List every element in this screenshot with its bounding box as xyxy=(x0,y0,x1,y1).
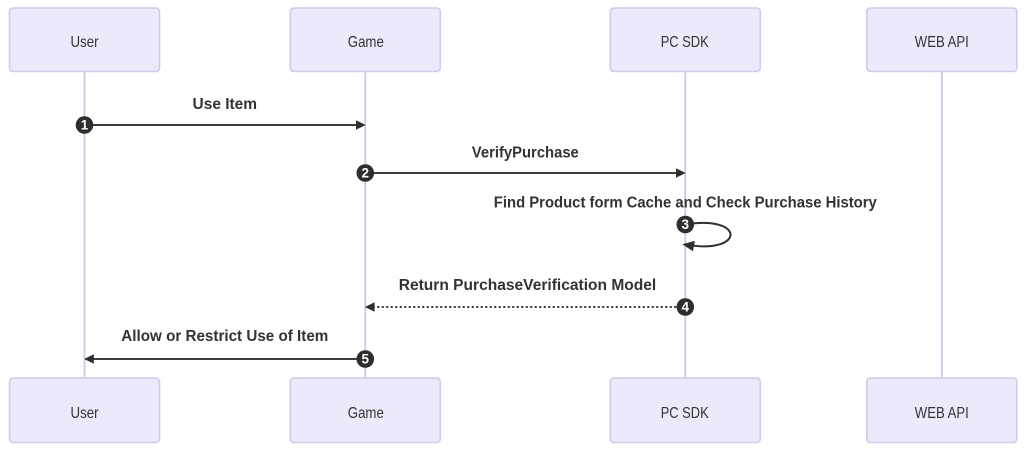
svg-text:4: 4 xyxy=(682,300,690,315)
svg-text:Allow or Restrict Use of Item: Allow or Restrict Use of Item xyxy=(121,328,328,345)
svg-text:Return PurchaseVerification Mo: Return PurchaseVerification Model xyxy=(399,277,657,294)
svg-text:5: 5 xyxy=(362,352,370,367)
svg-text:WEB API: WEB API xyxy=(915,34,969,51)
svg-text:VerifyPurchase: VerifyPurchase xyxy=(472,145,579,162)
svg-text:1: 1 xyxy=(81,118,89,133)
svg-text:Use Item: Use Item xyxy=(193,96,258,113)
svg-text:2: 2 xyxy=(362,166,370,181)
svg-text:PC SDK: PC SDK xyxy=(661,405,709,422)
svg-text:PC SDK: PC SDK xyxy=(661,34,709,51)
svg-text:3: 3 xyxy=(682,217,690,232)
svg-text:WEB API: WEB API xyxy=(915,405,969,422)
svg-text:User: User xyxy=(71,405,100,422)
svg-text:Game: Game xyxy=(348,405,384,422)
svg-text:Game: Game xyxy=(348,34,384,51)
svg-text:User: User xyxy=(71,34,100,51)
svg-text:Find Product form Cache and Ch: Find Product form Cache and Check Purcha… xyxy=(494,195,877,212)
